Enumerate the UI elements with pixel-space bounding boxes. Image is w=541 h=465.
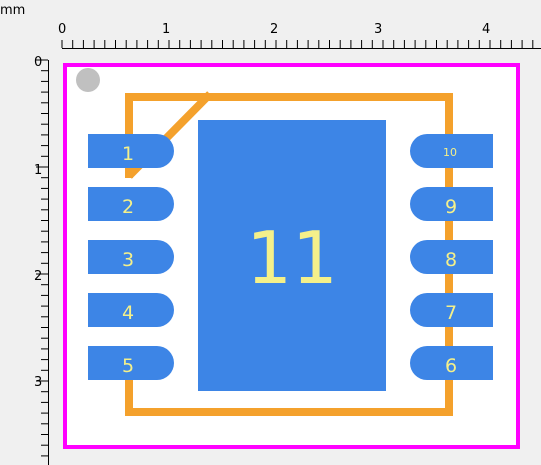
pad-label-2: 2 xyxy=(122,196,134,218)
pad-label-9: 9 xyxy=(445,196,457,218)
right-pad-8: 8 xyxy=(410,240,493,274)
right-pad-10: 10 xyxy=(410,134,493,168)
pad-label-10: 10 xyxy=(443,146,457,159)
left-pad-1: 1 xyxy=(88,134,174,168)
thermal-pad xyxy=(198,120,386,391)
left-tick-label-0: 0 xyxy=(34,55,42,70)
pad-label-6: 6 xyxy=(445,355,457,377)
left-ruler: 0 1 2 3 xyxy=(34,55,49,465)
left-pad-5: 5 xyxy=(88,346,174,380)
left-pad-2: 2 xyxy=(88,187,174,221)
top-ruler: mm 0 1 2 3 4 xyxy=(0,3,541,49)
pin1-marker-dot xyxy=(76,68,100,92)
left-pad-4: 4 xyxy=(88,293,174,327)
right-pad-7: 7 xyxy=(410,293,493,327)
top-tick-label-1: 1 xyxy=(162,22,170,37)
thermal-pad-label: 11 xyxy=(246,216,338,300)
left-tick-label-2: 2 xyxy=(34,269,42,284)
left-ruler-ticks xyxy=(36,59,48,457)
top-tick-label-2: 2 xyxy=(270,22,278,37)
right-pad-6: 6 xyxy=(410,346,493,380)
top-tick-label-3: 3 xyxy=(374,22,382,37)
courtyard-outline xyxy=(63,63,520,449)
left-tick-label-1: 1 xyxy=(34,163,42,178)
pad-label-3: 3 xyxy=(122,249,134,271)
pad-label-7: 7 xyxy=(445,302,457,324)
pad-label-8: 8 xyxy=(445,249,457,271)
pad-label-1: 1 xyxy=(122,143,134,165)
top-tick-label-0: 0 xyxy=(58,22,66,37)
top-tick-label-4: 4 xyxy=(482,22,490,37)
right-pad-9: 9 xyxy=(410,187,493,221)
pad-label-4: 4 xyxy=(122,302,134,324)
pad-label-5: 5 xyxy=(122,355,134,377)
ruler-unit-label: mm xyxy=(0,3,25,18)
left-tick-label-3: 3 xyxy=(34,375,42,390)
left-pad-3: 3 xyxy=(88,240,174,274)
top-ruler-ticks xyxy=(61,40,534,48)
